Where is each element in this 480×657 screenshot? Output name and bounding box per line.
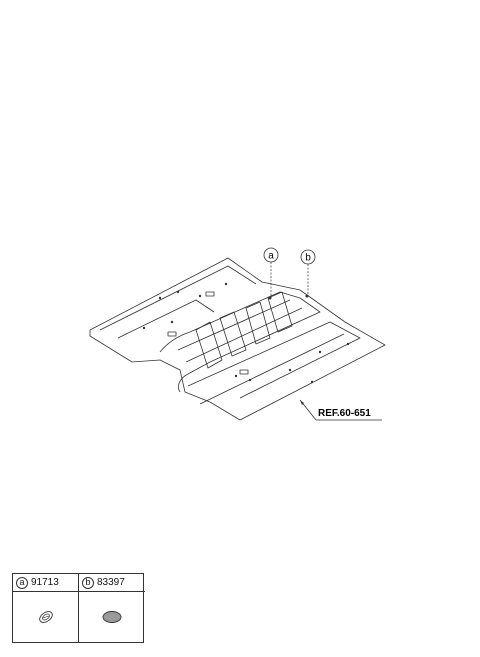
- parts-cell-a: [13, 592, 79, 642]
- parts-header-a-letter: a: [16, 576, 28, 589]
- oval-plug-icon: [102, 611, 122, 623]
- callout-b: b: [300, 249, 316, 294]
- crossmember-rib-1: [195, 321, 223, 369]
- tunnel-ridge-2: [185, 307, 303, 363]
- side-sill-front: [187, 321, 361, 399]
- front-floor-edge: [199, 333, 345, 405]
- callout-a-letter: a: [268, 251, 274, 262]
- crossmember-rib-3: [245, 301, 271, 345]
- access-hole-3: [205, 291, 215, 297]
- callout-a: a: [263, 247, 279, 296]
- access-hole-1: [167, 331, 177, 337]
- parts-header-a: a 91713: [13, 574, 79, 592]
- floor-panel-outline: [89, 257, 386, 421]
- rear-floor-edge: [99, 265, 257, 331]
- crossmember-rib-2: [219, 311, 247, 357]
- access-hole-2: [239, 369, 249, 375]
- part-number-a: 91713: [31, 577, 59, 588]
- reference-label: REF.60-651: [318, 408, 371, 419]
- grommet-icon: [39, 611, 53, 623]
- center-tunnel: [159, 291, 321, 393]
- parts-table: a 91713 b 83397: [12, 573, 145, 643]
- floor-panel-drawing: [89, 257, 386, 421]
- tunnel-ridge-1: [177, 299, 291, 351]
- callout-b-letter: b: [305, 253, 311, 264]
- reference-callout: REF.60-651: [299, 399, 382, 421]
- parts-cell-b: [79, 592, 145, 642]
- crossmember-rib-4: [267, 291, 293, 333]
- parts-header-b: b 83397: [79, 574, 145, 592]
- mounting-holes: [142, 282, 350, 384]
- part-number-b: 83397: [97, 577, 125, 588]
- side-sill-rear: [117, 299, 215, 339]
- parts-header-b-letter: b: [82, 576, 94, 589]
